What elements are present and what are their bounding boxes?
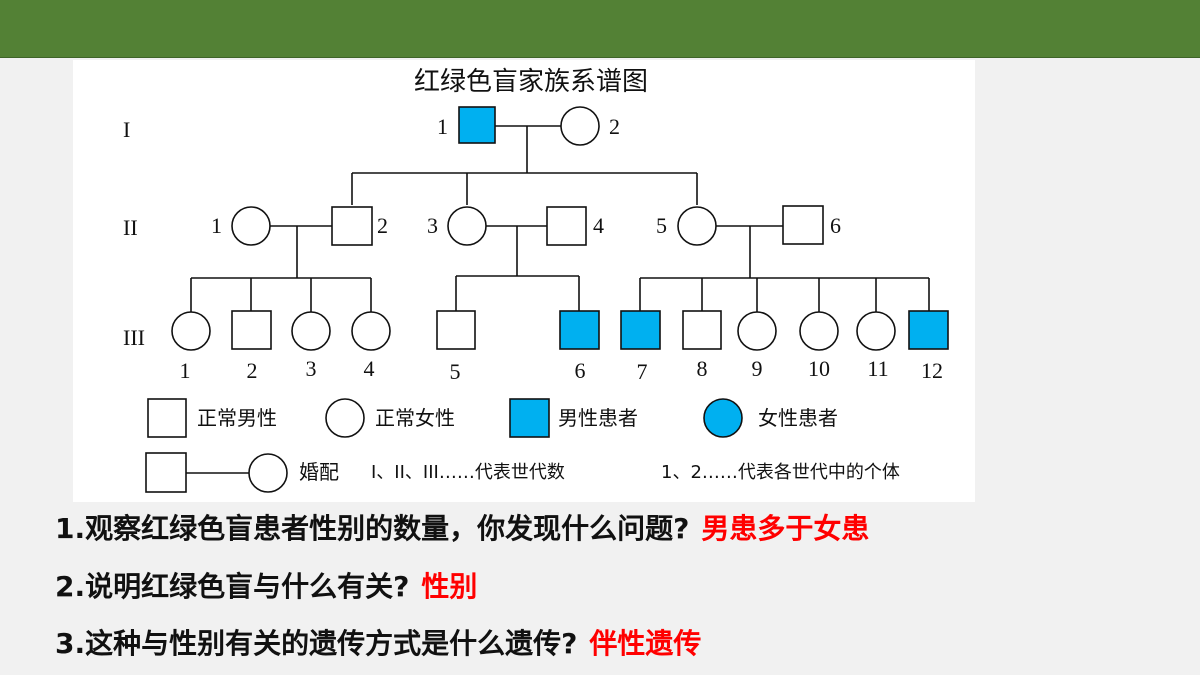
gen3-num-9: 9 <box>752 356 763 381</box>
question-3-text: 3.这种与性别有关的遗传方式是什么遗传? <box>55 627 578 660</box>
gen3-num-11: 11 <box>867 356 888 381</box>
gen3-female-10 <box>799 311 839 351</box>
gen1-female-2 <box>560 106 600 146</box>
gen2-num-6: 6 <box>830 213 841 238</box>
gen2-num-3: 3 <box>427 213 438 238</box>
answer-1-text: 男患多于女患 <box>701 512 870 545</box>
gen2-num-5: 5 <box>656 213 667 238</box>
gen3-num-8: 8 <box>697 356 708 381</box>
pedigree-lines <box>186 125 930 474</box>
gen3-male-6-affected <box>559 310 600 350</box>
gen-label-2: II <box>123 215 138 240</box>
gen2-female-1 <box>231 206 271 246</box>
legend-normal-male-label: 正常男性 <box>197 406 277 430</box>
header-bar <box>0 0 1200 58</box>
gen3-female-11 <box>856 311 896 351</box>
gen3-num-1: 1 <box>180 358 191 383</box>
gen2-female-3 <box>447 206 487 246</box>
gen-label-1: I <box>123 117 130 142</box>
legend-normal-female-label: 正常女性 <box>375 406 455 430</box>
gen1-num-2: 2 <box>609 114 620 139</box>
gen3-female-1 <box>171 311 211 351</box>
gen1-num-1: 1 <box>437 114 448 139</box>
gen2-num-4: 4 <box>593 213 604 238</box>
legend-marriage-female-symbol <box>248 453 288 493</box>
gen2-male-4 <box>546 206 587 246</box>
gen3-male-5 <box>436 310 476 350</box>
gen3-num-6: 6 <box>575 358 586 383</box>
gen3-num-2: 2 <box>247 358 258 383</box>
gen3-female-4 <box>351 311 391 351</box>
gen3-num-7: 7 <box>637 359 648 384</box>
gen3-female-9 <box>737 311 777 351</box>
gen3-male-8 <box>682 310 722 350</box>
gen3-num-5: 5 <box>450 359 461 384</box>
gen3-female-3 <box>291 311 331 351</box>
question-1: 1.观察红绿色盲患者性别的数量，你发现什么问题? 男患多于女患 <box>55 507 869 547</box>
gen3-male-12-affected <box>908 310 949 350</box>
legend-individual-note: 1、2……代表各世代中的个体 <box>661 462 900 483</box>
legend-normal-male-symbol <box>147 398 187 438</box>
gen2-num-1: 1 <box>211 213 222 238</box>
pedigree-figure: 红绿色盲家族系谱图 I II III <box>73 60 975 502</box>
gen3-male-7-affected <box>620 310 661 350</box>
gen2-num-2: 2 <box>377 213 388 238</box>
gen3-male-2 <box>231 310 272 350</box>
legend-affected-female-symbol <box>703 398 743 438</box>
question-2-text: 2.说明红绿色盲与什么有关? <box>55 570 410 603</box>
question-1-text: 1.观察红绿色盲患者性别的数量，你发现什么问题? <box>55 512 690 545</box>
gen2-male-6 <box>782 205 824 245</box>
legend-normal-female-symbol <box>325 398 365 438</box>
legend-affected-male-symbol <box>509 398 550 438</box>
gen3-num-4: 4 <box>364 356 375 381</box>
gen1-male-1-affected <box>458 106 496 144</box>
question-3: 3.这种与性别有关的遗传方式是什么遗传? 伴性遗传 <box>55 622 701 662</box>
gen2-female-5 <box>677 206 717 246</box>
gen3-num-12: 12 <box>921 358 943 383</box>
legend-generation-note: I、II、III……代表世代数 <box>371 462 565 483</box>
gen2-male-2 <box>331 206 373 246</box>
gen-label-3: III <box>123 325 145 350</box>
question-2: 2.说明红绿色盲与什么有关? 性别 <box>55 565 477 605</box>
legend-affected-male-label: 男性患者 <box>558 406 638 430</box>
diagram-title: 红绿色盲家族系谱图 <box>414 67 648 97</box>
answer-2-text: 性别 <box>421 570 478 603</box>
gen3-num-3: 3 <box>306 356 317 381</box>
legend-affected-female-label: 女性患者 <box>758 406 838 430</box>
legend-marriage-male-symbol <box>145 452 187 493</box>
legend-marriage-label: 婚配 <box>299 460 339 484</box>
pedigree-svg: 红绿色盲家族系谱图 I II III <box>123 67 949 493</box>
answer-3-text: 伴性遗传 <box>589 627 702 660</box>
gen3-num-10: 10 <box>808 356 830 381</box>
